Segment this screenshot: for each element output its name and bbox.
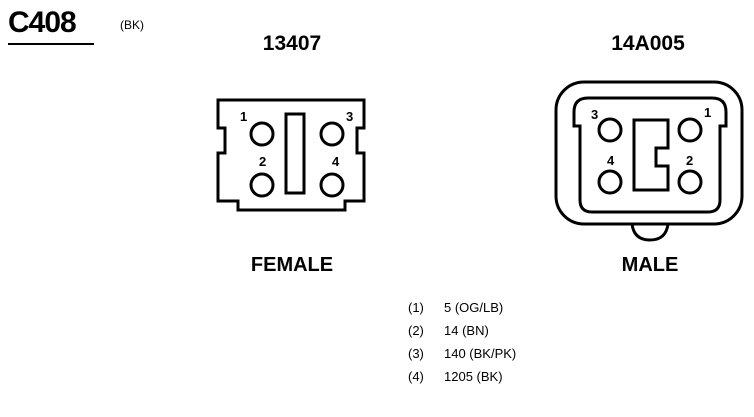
connector-id-underline [8,43,94,45]
pinout-pin-number: (2) [408,323,424,338]
female-label: FEMALE [250,254,334,276]
male-part-number: 14A005 [611,32,685,55]
male-pin-1 [677,117,703,143]
female-connector [216,98,366,212]
female-pin-3 [319,121,345,147]
connector-id: C408 [8,6,77,39]
pinout-row: (3) 140 (BK/PK) [408,342,516,365]
female-pin-4-label: 4 [332,154,340,169]
pinout-circuit: 5 (OG/LB) [444,300,504,315]
female-pin-2-label: 2 [259,154,266,169]
pinout-circuit: 1205 (BK) [444,369,503,384]
pinout-pin-number: (4) [408,369,424,384]
male-pin-4 [597,169,623,195]
pinout-circuit: 140 (BK/PK) [444,346,517,361]
male-connector-inner-outline [572,96,728,214]
male-pin-2 [677,169,703,195]
female-pin-1 [249,121,275,147]
connector-color-code: (BK) [120,18,144,32]
pinout-row: (1) 5 (OG/LB) [408,296,516,319]
pinout-row: (4) 1205 (BK) [408,365,516,388]
pinout-circuit: 14 (BN) [444,323,489,338]
male-pin-2-label: 2 [686,153,693,168]
female-connector-outline [216,98,366,212]
pinout-pin-number: (1) [408,300,424,315]
pinout-list: (1) 5 (OG/LB) (2) 14 (BN) (3) 140 (BK/PK… [408,296,516,388]
female-center-key [284,112,306,195]
male-label: MALE [621,254,679,276]
pinout-row: (2) 14 (BN) [408,319,516,342]
female-pin-4 [319,172,345,198]
male-connector-outer-shell [554,80,744,226]
male-pin-4-label: 4 [607,153,615,168]
female-pin-3-label: 3 [346,109,353,124]
female-pin-2 [249,172,275,198]
male-pin-3 [597,117,623,143]
male-center-key [632,118,670,192]
male-pin-3-label: 3 [591,107,598,122]
male-connector-latch [630,223,670,242]
female-part-number: 13407 [262,32,322,55]
female-pin-1-label: 1 [240,109,247,124]
male-connector [554,80,744,242]
male-pin-1-label: 1 [704,105,711,120]
pinout-pin-number: (3) [408,346,424,361]
